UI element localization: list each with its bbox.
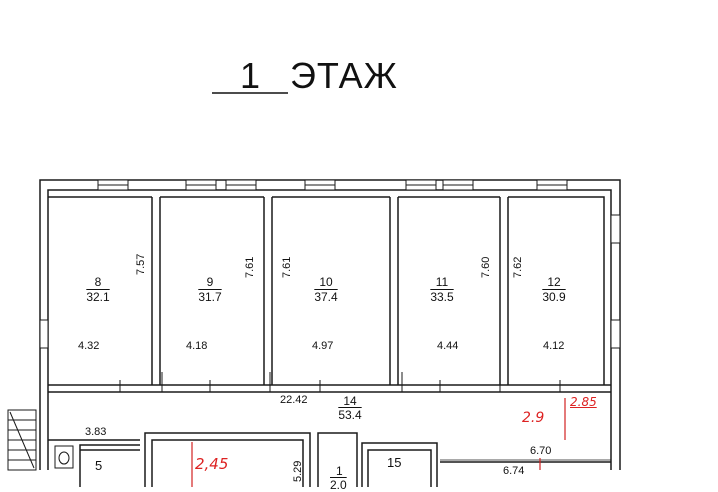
handwritten-2-9: 2.9: [522, 410, 545, 426]
room-9-area: 31.7: [198, 290, 222, 304]
dimension-lines: [60, 439, 611, 461]
left-stair: [7, 409, 74, 471]
room-12-area: 30.9: [542, 290, 566, 304]
room-9-depth: 7.61: [244, 256, 256, 278]
room-10-width: 4.97: [312, 340, 334, 352]
room-12-number: 12: [547, 275, 561, 289]
floor-number: 1: [240, 55, 262, 96]
room-5-number: 5: [95, 458, 103, 473]
dim-6-70: 6.70: [530, 445, 552, 457]
room-12-width: 4.12: [543, 340, 565, 352]
top-windows: [39, 179, 621, 349]
room-partitions: [48, 196, 611, 393]
red-markings: [191, 398, 566, 487]
room-10-depth: 7.61: [281, 256, 293, 278]
room-10-area: 37.4: [314, 290, 338, 304]
handwritten-2-85: 2.85: [570, 395, 597, 409]
room-11-area: 33.5: [430, 290, 454, 304]
dim-5-29: 5.29: [292, 460, 304, 482]
dim-3-83: 3.83: [85, 426, 107, 438]
room-8-depth: 7.57: [135, 253, 147, 275]
room-1-number: 1: [336, 464, 343, 478]
handwritten-2-45: 2,45: [195, 455, 229, 473]
room-8-area: 32.1: [86, 290, 110, 304]
room-1-area: 2.0: [330, 478, 347, 492]
room-12-depth: 7.62: [512, 256, 524, 278]
room-11-depth: 7.60: [480, 256, 492, 278]
room-15-number: 15: [387, 455, 402, 470]
outer-walls: [39, 179, 621, 470]
room-9-width: 4.18: [186, 340, 208, 352]
corridor-length: 22.42: [280, 394, 308, 406]
dim-6-74: 6.74: [503, 465, 525, 477]
floor-title: ЭТАЖ: [290, 55, 398, 96]
room-9-number: 9: [206, 275, 214, 289]
room-11-width: 4.44: [437, 340, 459, 352]
room-11-number: 11: [435, 275, 449, 289]
room-8-number: 8: [94, 275, 102, 289]
room-8-width: 4.32: [78, 340, 100, 352]
corridor-number: 14: [343, 394, 357, 408]
room-10-number: 10: [319, 275, 333, 289]
corridor-area: 53.4: [338, 408, 362, 422]
door-ticks: [119, 372, 561, 392]
